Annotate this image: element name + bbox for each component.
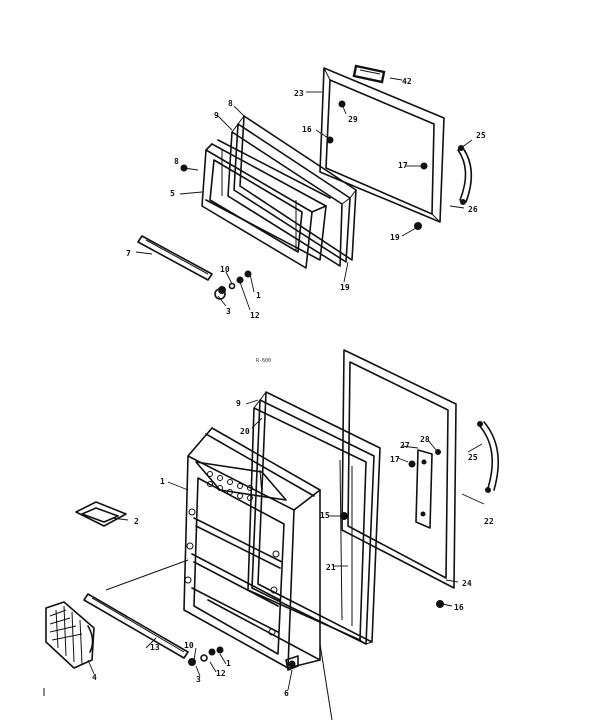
- gasket-panel-part-8: [227, 115, 357, 267]
- hardware-cluster-upper: [214, 270, 252, 300]
- callout-19-upper: 19: [390, 233, 400, 242]
- callout-26-upper: 26: [468, 205, 478, 214]
- callout-16-upper: 16: [302, 125, 312, 134]
- callout-6: 6: [284, 689, 289, 698]
- callout-24: 24: [462, 579, 472, 588]
- handle-trim-part-42: [352, 64, 386, 84]
- callout-25-upper: 25: [476, 131, 486, 140]
- callout-17-upper: 17: [398, 161, 408, 170]
- screw-part-16: [326, 136, 334, 144]
- reference-note: R-600: [256, 358, 271, 364]
- callout-1-upper: 1: [256, 291, 261, 300]
- leader-lines-lower: [87, 399, 485, 691]
- callout-8-upper: 8: [228, 99, 233, 108]
- callout-1-lower: 1: [160, 477, 165, 486]
- callout-22: 22: [484, 517, 494, 526]
- egg-holes: [207, 471, 253, 501]
- callout-19-mid: 19: [340, 283, 350, 292]
- assembly-line: [105, 559, 189, 591]
- callout-7: 7: [126, 249, 131, 258]
- freezer-door-assembly: [135, 64, 473, 311]
- callout-16-lower: 16: [454, 603, 464, 612]
- callout-2: 2: [134, 517, 139, 526]
- hinge-bracket-part-25: [457, 145, 473, 205]
- callout-21: 21: [326, 563, 336, 572]
- screw-part-19: [414, 222, 422, 230]
- callout-3-lower: 3: [196, 675, 201, 684]
- callout-1-bottom: 1: [226, 659, 231, 668]
- inner-liner-part-5: [201, 139, 331, 269]
- outer-door-frame-part-24: [341, 349, 457, 589]
- shelf-rail-part-7: [137, 235, 213, 281]
- callout-labels: 42 23 29 16 8 9 25 17 8 5 26 19 7 10 19 …: [92, 77, 494, 698]
- callout-12-lower: 12: [216, 669, 226, 678]
- hardware-cluster-lower: [188, 646, 299, 671]
- leader-lines-upper: [135, 77, 473, 311]
- outer-door-frame-part-23: [319, 67, 445, 223]
- callout-17-lower: 17: [390, 455, 400, 464]
- callout-8-left: 8: [174, 157, 179, 166]
- callout-27: 27: [400, 441, 410, 450]
- callout-42: 42: [402, 77, 412, 86]
- callout-13: 13: [150, 643, 160, 652]
- callout-20: 20: [240, 427, 250, 436]
- grille-part-4: [45, 601, 95, 669]
- callout-10-lower: 10: [184, 641, 194, 650]
- callout-3-upper: 3: [226, 307, 231, 316]
- butter-tray-part-2: [75, 501, 127, 527]
- callout-9-upper: 9: [214, 111, 219, 120]
- callout-25-lower: 25: [468, 453, 478, 462]
- door-stop-part-27: [408, 449, 441, 529]
- shelf-rail-part-13: [83, 593, 189, 659]
- callout-28: 28: [420, 435, 430, 444]
- callout-4: 4: [92, 673, 97, 682]
- callout-12-upper: 12: [250, 311, 260, 320]
- callout-10-upper: 10: [220, 265, 230, 274]
- fresh-food-door-assembly: [45, 349, 500, 721]
- callout-15: 15: [320, 511, 330, 520]
- hinge-bracket-part-22: [477, 421, 500, 493]
- callout-29: 29: [348, 115, 358, 124]
- callout-9-lower: 9: [236, 399, 241, 408]
- callout-5: 5: [170, 189, 175, 198]
- center-line: [319, 643, 333, 721]
- gasket-panel-part-20: [247, 391, 381, 645]
- callout-23: 23: [294, 89, 304, 98]
